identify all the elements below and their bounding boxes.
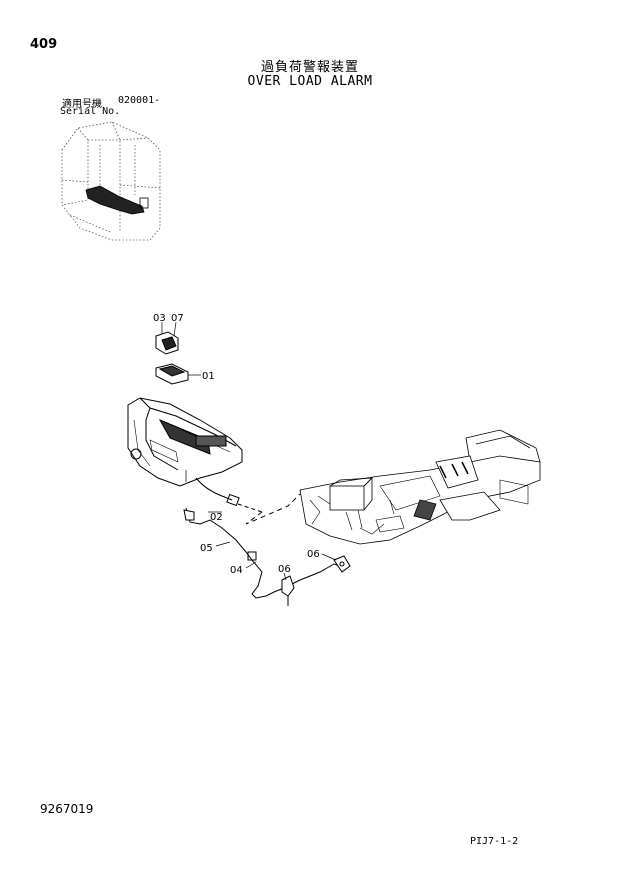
harness-05-04 (183, 507, 341, 599)
page-reference: PIJ7-1-2 (470, 836, 519, 847)
callout-04: 04 (230, 565, 243, 576)
serial-label-english: Serial No. (60, 106, 121, 117)
cab-inset-drawing (61, 121, 161, 241)
leader-06b (321, 553, 337, 561)
part-03-07-switch (155, 331, 179, 355)
callout-05: 05 (200, 543, 213, 554)
harness-02 (195, 477, 301, 525)
console-panel (127, 397, 243, 487)
page-number: 409 (30, 37, 58, 52)
leader-07 (173, 321, 177, 337)
cab-inset-highlight (85, 185, 149, 215)
title-japanese: 過負荷警報装置 (260, 60, 359, 75)
clamp-06 (281, 555, 351, 606)
document-number: 9267019 (40, 802, 94, 816)
callout-07: 07 (171, 313, 184, 324)
leader-04 (245, 561, 257, 569)
leader-06a (283, 572, 287, 581)
callout-06b: 06 (307, 549, 320, 560)
part-01-module (155, 363, 189, 385)
title-english: OVER LOAD ALARM (247, 74, 373, 89)
serial-range: 020001- (118, 95, 161, 106)
leader-05 (215, 541, 231, 547)
serial-label-japanese: 適用号機 (62, 99, 102, 110)
callout-03: 03 (153, 313, 166, 324)
callout-02: 02 (210, 512, 223, 523)
machine-frame-drawing (299, 429, 541, 545)
callout-01: 01 (202, 371, 215, 382)
callout-06a: 06 (278, 564, 291, 575)
